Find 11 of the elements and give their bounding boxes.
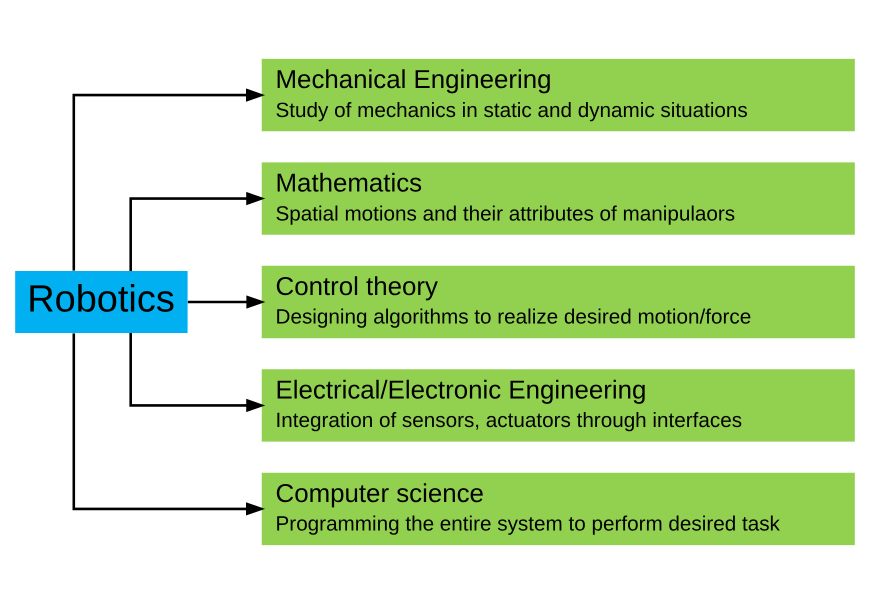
node-box: Computer science Programming the entire system to perform desired task xyxy=(262,472,855,546)
node-box: Mathematics Spatial motions and their attributes of manipulaors xyxy=(262,162,855,235)
node-box: Control theory Designing algorithms to realize desired motion/force xyxy=(262,266,855,338)
arrow xyxy=(72,333,266,516)
node-box: Mechanical Engineering Study of mechanics in static and dynamic situations xyxy=(262,58,855,132)
node-box: Robotics xyxy=(15,270,188,334)
arrow xyxy=(129,333,266,412)
node-box: Electrical/Electronic Engineering Integration of sensors, actuators through interfaces xyxy=(262,369,855,442)
arrow xyxy=(188,295,266,309)
arrow xyxy=(129,192,266,271)
arrow xyxy=(72,88,266,271)
